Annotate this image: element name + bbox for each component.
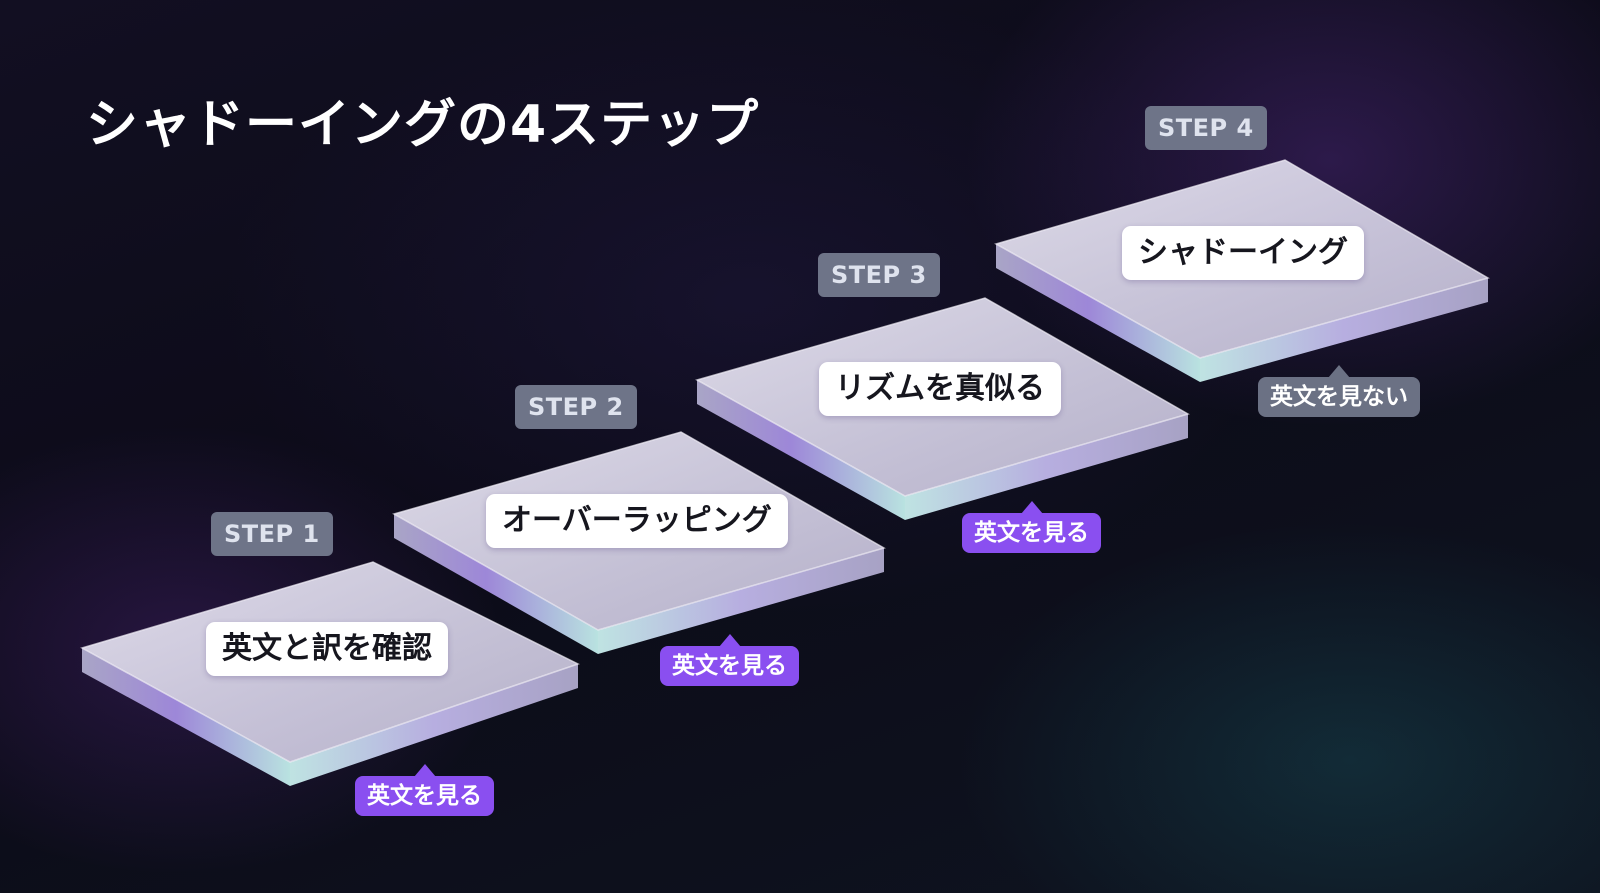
platform-step-3-right-face	[905, 414, 1188, 520]
platform-step-1-left-face	[82, 648, 290, 786]
platform-step-3-left-face	[697, 380, 905, 520]
step-2-callout: 英文を見る	[660, 634, 799, 686]
step-4-label: シャドーイング	[1122, 226, 1364, 280]
slide-title: シャドーイングの4ステップ	[86, 95, 760, 155]
step-1-badge: STEP 1	[211, 512, 333, 556]
step-2-badge: STEP 2	[515, 385, 637, 429]
step-4-badge: STEP 4	[1145, 106, 1267, 150]
step-4-callout: 英文を見ない	[1258, 365, 1420, 417]
step-1-label: 英文と訳を確認	[206, 622, 448, 676]
platform-step-2-left-face	[394, 514, 598, 654]
step-3-callout: 英文を見る	[962, 501, 1101, 553]
step-3-label: リズムを真似る	[819, 362, 1061, 416]
step-2-label: オーバーラッピング	[486, 494, 788, 548]
platform-step-2-right-face	[598, 548, 884, 654]
platform-step-1-right-face	[290, 664, 578, 786]
platform-step-4-right-face	[1200, 278, 1488, 382]
step-1-callout: 英文を見る	[355, 764, 494, 816]
platform-step-3	[695, 297, 1190, 520]
platform-step-4-left-face	[996, 244, 1200, 382]
step-3-badge: STEP 3	[818, 253, 940, 297]
